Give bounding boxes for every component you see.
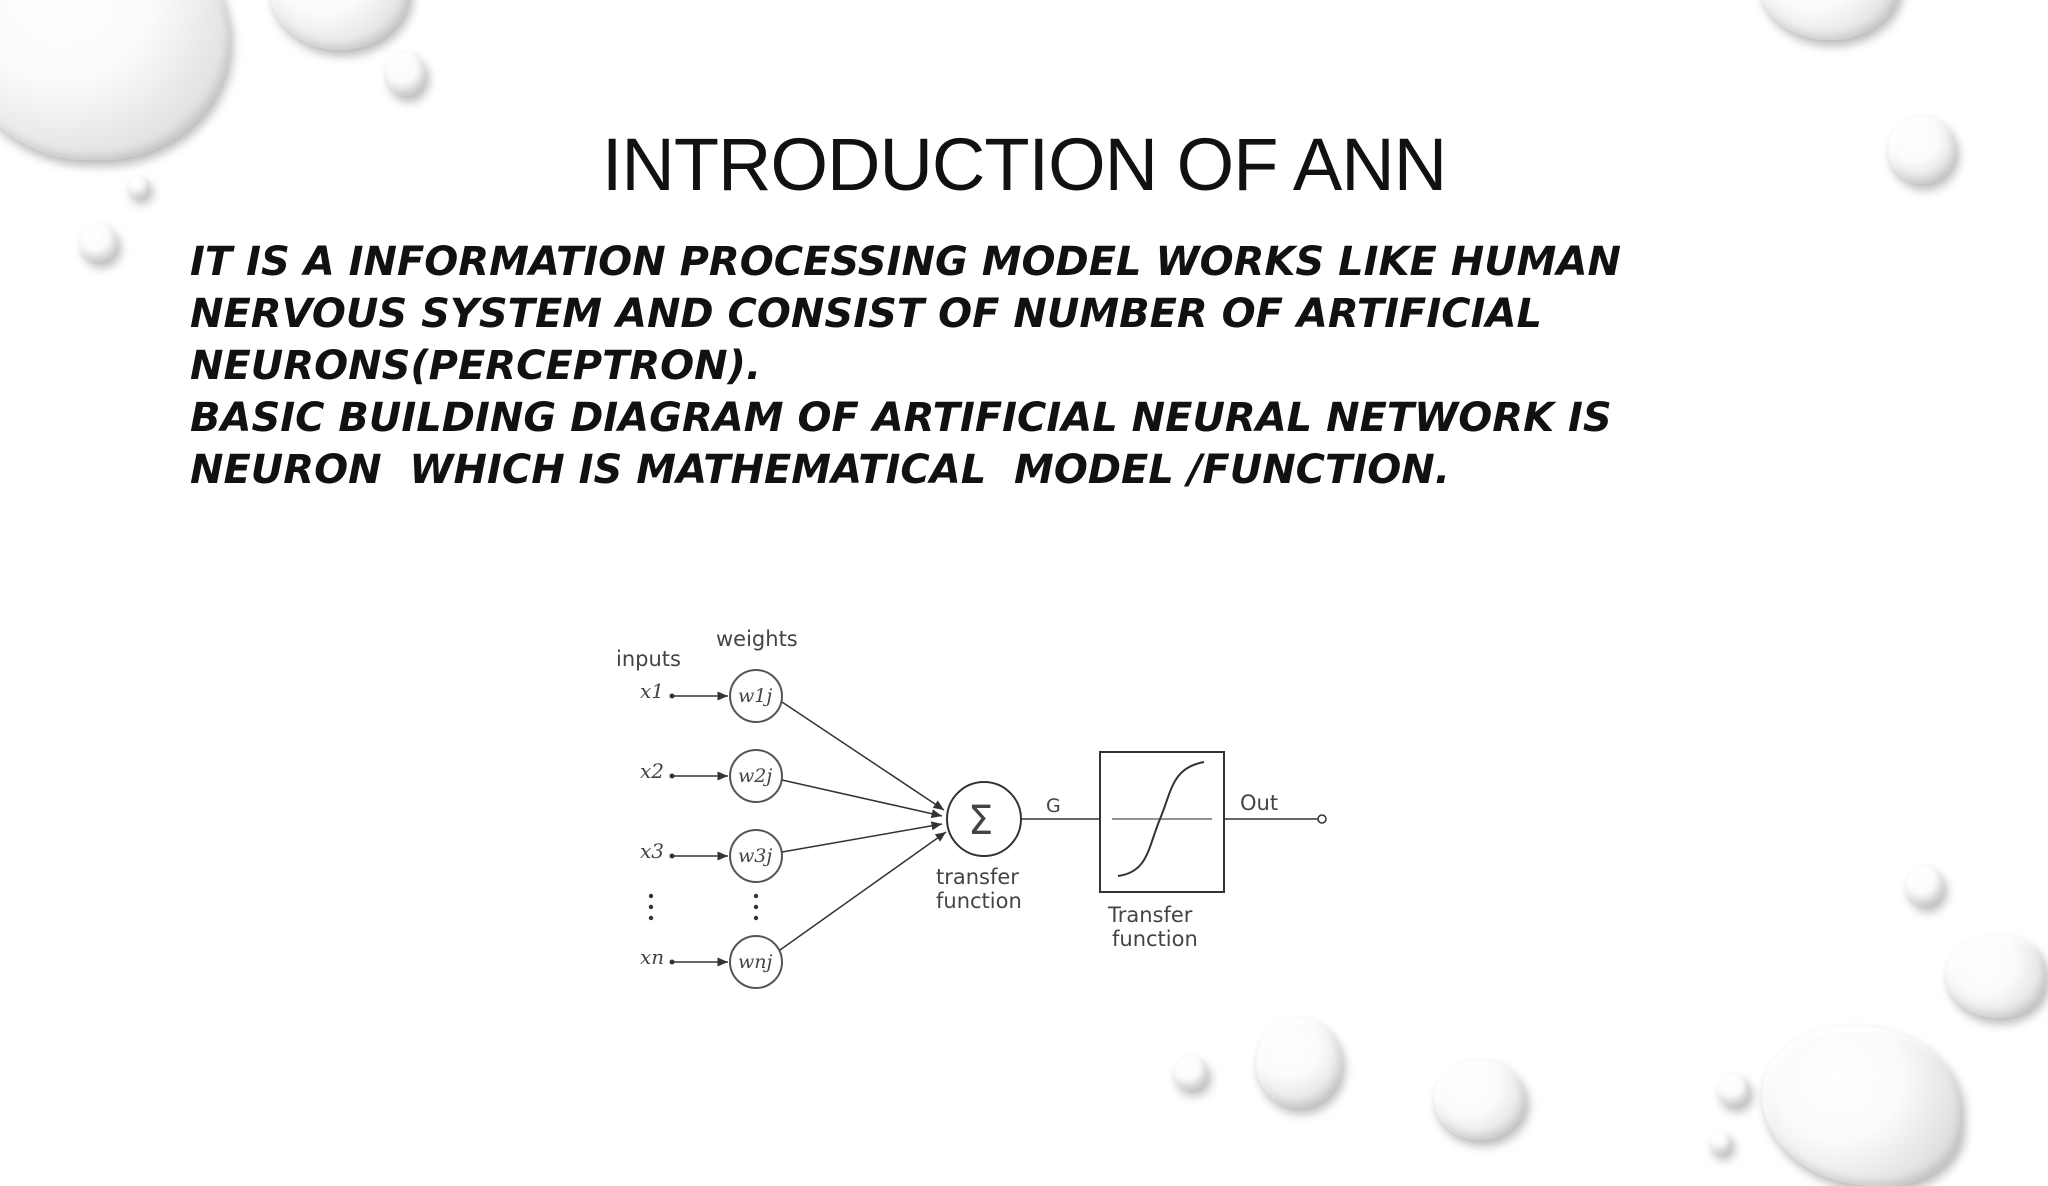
weight-wnj: wnj	[738, 951, 773, 973]
box-caption-line1: Transfer	[1107, 903, 1193, 927]
sigma-icon: Σ	[968, 798, 993, 844]
weight-node	[729, 749, 783, 803]
output-terminal	[1317, 814, 1327, 824]
neuron-diagram: inputs weights x1 w1j x2 w2j x3 w3j	[600, 610, 1360, 1010]
input-row-2: x2 w2j	[640, 749, 783, 803]
input-x2: x2	[640, 759, 664, 783]
weight-w1j: w1j	[738, 685, 772, 707]
sigmoid-curve	[1117, 761, 1205, 877]
body-line: NEURONS(PERCEPTRON).	[190, 343, 762, 389]
water-drop-decoration	[1946, 936, 2046, 1018]
water-drop-decoration	[1762, 1026, 1962, 1186]
weight-w2j: w2j	[738, 765, 772, 787]
sum-caption-line2: function	[936, 889, 1022, 913]
body-line: NERVOUS SYSTEM AND CONSIST OF NUMBER OF …	[190, 291, 1542, 337]
inputs-label: inputs	[616, 647, 681, 671]
input-row-3: x3 w3j	[640, 829, 783, 883]
water-drop-decoration	[128, 176, 150, 198]
slide-title: INTRODUCTION OF ANN	[601, 123, 1447, 206]
input-x1: x1	[640, 679, 664, 703]
slide-body-text: IT IS A INFORMATION PROCESSING MODEL WOR…	[190, 236, 1790, 496]
body-line: NEURON WHICH IS MATHEMATICAL MODEL /FUNC…	[190, 447, 1450, 493]
ellipsis-dots	[648, 893, 759, 921]
input-x3: x3	[640, 839, 664, 863]
water-drop-decoration	[80, 224, 118, 262]
water-drop-decoration	[270, 0, 410, 50]
weight-node	[729, 829, 783, 883]
water-drop-decoration	[1434, 1060, 1526, 1140]
input-row-n: xn wnj	[640, 935, 783, 989]
weight-w3j: w3j	[738, 845, 772, 867]
out-label: Out	[1240, 791, 1278, 815]
water-drop-decoration	[1256, 1018, 1342, 1108]
box-caption-line2: function	[1112, 927, 1198, 951]
g-label: G	[1046, 795, 1061, 817]
water-drop-decoration	[1710, 1132, 1732, 1154]
body-line: IT IS A INFORMATION PROCESSING MODEL WOR…	[190, 239, 1621, 285]
water-drop-decoration	[1906, 866, 1944, 906]
body-line: BASIC BUILDING DIAGRAM OF ARTIFICIAL NEU…	[190, 395, 1612, 441]
sum-caption-line1: transfer	[936, 865, 1019, 889]
weight-node	[729, 669, 783, 723]
weight-connections	[779, 701, 947, 951]
water-drop-decoration	[386, 52, 426, 96]
water-drop-decoration	[1718, 1074, 1750, 1106]
weight-node	[729, 935, 783, 989]
input-xn: xn	[640, 945, 664, 969]
water-drop-decoration	[1760, 0, 1900, 40]
input-row-1: x1 w1j	[640, 669, 783, 723]
water-drop-decoration	[1174, 1056, 1208, 1090]
weights-label: weights	[716, 627, 798, 651]
neuron-diagram-svg: inputs weights x1 w1j x2 w2j x3 w3j	[616, 627, 1327, 989]
water-drop-decoration	[1888, 116, 1956, 184]
transfer-function-box	[1099, 751, 1225, 893]
